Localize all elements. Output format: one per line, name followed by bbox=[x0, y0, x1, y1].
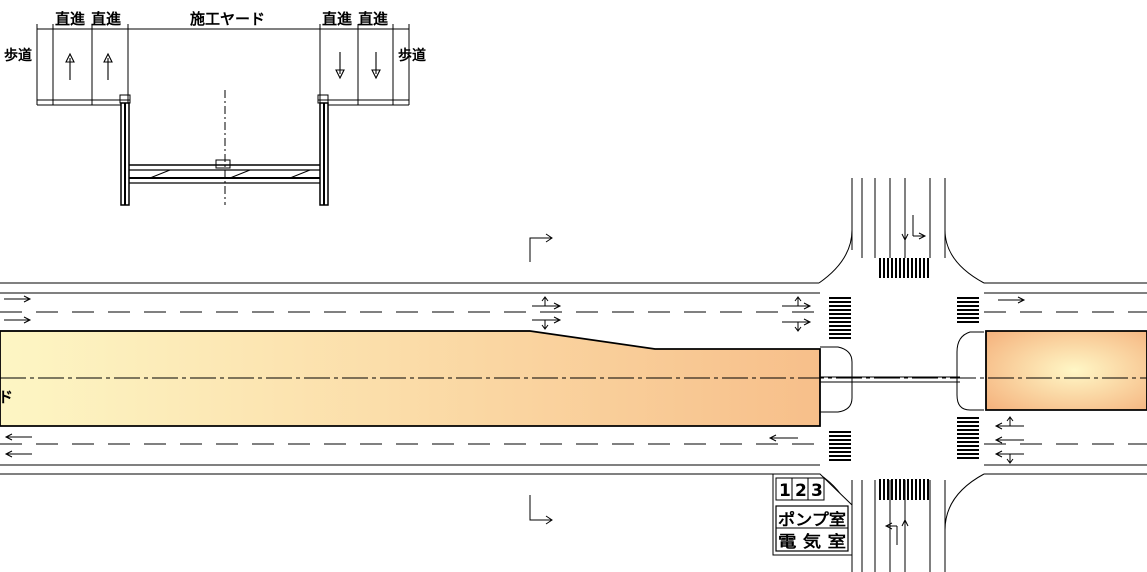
facility-number-2: 2 bbox=[795, 481, 807, 501]
plan-roads bbox=[0, 178, 1147, 572]
lane-arrows bbox=[4, 215, 1026, 545]
section-labels: 直進 直進 施工ヤード 直進 直進 歩道 歩道 bbox=[4, 10, 426, 64]
yard-area-right bbox=[985, 330, 1147, 411]
sidewalk-label-left: 歩道 bbox=[4, 47, 32, 64]
yard-label-fragment: ド bbox=[0, 388, 13, 406]
facility-number-3: 3 bbox=[811, 481, 823, 501]
yard-label: 施工ヤード bbox=[190, 10, 265, 28]
lane-label-2: 直進 bbox=[91, 10, 122, 28]
electric-room-label: 電 気 室 bbox=[778, 532, 846, 551]
facility-number-1: 1 bbox=[779, 481, 791, 501]
cross-section bbox=[36, 24, 410, 206]
lane-label-4: 直進 bbox=[358, 10, 389, 28]
lane-label-3: 直進 bbox=[322, 10, 353, 28]
facility-block: 1 2 3 ポンプ室 電 気 室 bbox=[772, 473, 853, 556]
pump-room-label: ポンプ室 bbox=[778, 510, 846, 529]
lane-label-1: 直進 bbox=[55, 10, 86, 28]
sidewalk-label-right: 歩道 bbox=[398, 47, 426, 64]
